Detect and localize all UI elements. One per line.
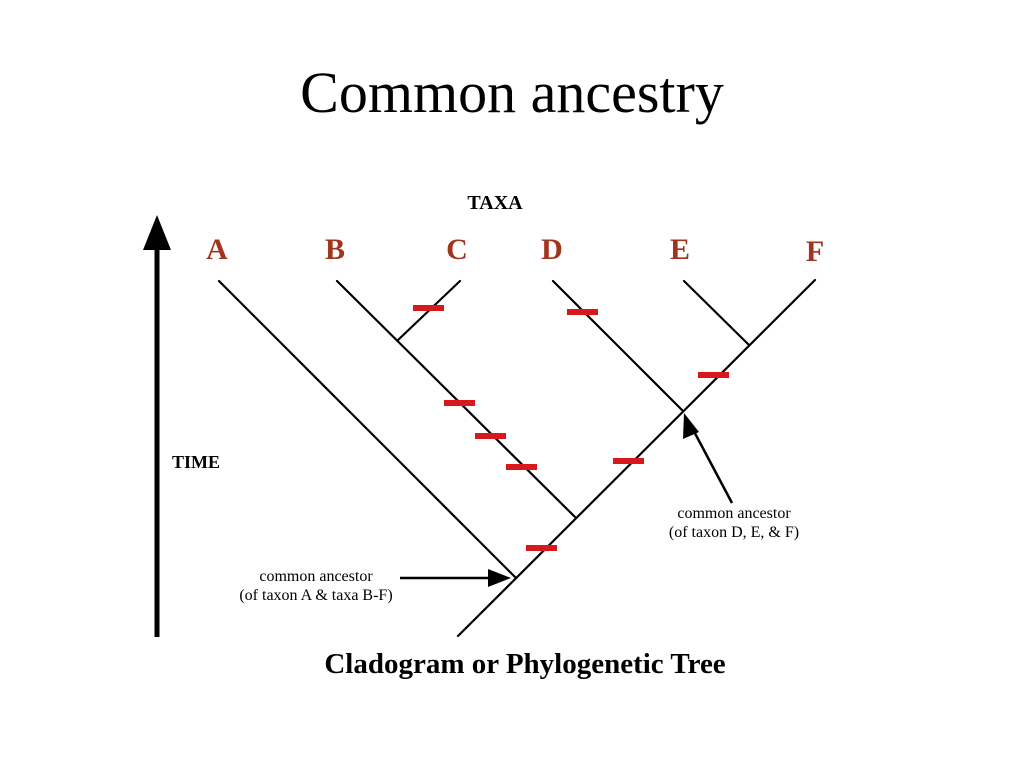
- annotation-ancestor-a-bf: common ancestor (of taxon A & taxa B-F): [206, 567, 426, 605]
- trait-mark-d: [567, 309, 598, 315]
- slide-title: Common ancestry: [300, 60, 724, 125]
- branch-taxon-a: [217, 279, 517, 579]
- trait-mark-bc-1: [444, 400, 475, 406]
- time-axis-arrowhead: [143, 215, 171, 250]
- annotation-ancestor-def: common ancestor (of taxon D, E, & F): [634, 504, 834, 542]
- branch-taxon-e: [682, 279, 751, 347]
- trait-mark-ef: [698, 372, 729, 378]
- arrow-ancestor-def-head: [683, 413, 699, 439]
- taxa-heading: TAXA: [467, 192, 523, 214]
- taxon-label-f: F: [805, 235, 825, 268]
- arrow-ancestor-a-bf-head: [488, 569, 511, 587]
- taxon-label-e: E: [669, 233, 690, 266]
- taxon-label-d: D: [541, 233, 563, 266]
- trait-mark-bc-2: [475, 433, 506, 439]
- time-axis-label: TIME: [172, 452, 221, 472]
- trait-mark-bf: [526, 545, 557, 551]
- diagram-caption: Cladogram or Phylogenetic Tree: [324, 648, 726, 680]
- annotation-ancestor-def-line1: common ancestor: [677, 505, 791, 522]
- annotation-ancestor-a-bf-line1: common ancestor: [259, 568, 373, 585]
- annotation-ancestor-def-line2: (of taxon D, E, & F): [668, 524, 800, 541]
- taxon-label-c: C: [446, 233, 468, 266]
- trait-mark-c: [413, 305, 444, 311]
- arrow-ancestor-def: [687, 421, 734, 504]
- branch-taxon-d: [551, 279, 684, 412]
- taxon-label-b: B: [324, 233, 345, 266]
- annotation-ancestor-a-bf-line2: (of taxon A & taxa B-F): [239, 587, 393, 604]
- trait-mark-bc-3: [506, 464, 537, 470]
- trait-mark-def: [613, 458, 644, 464]
- taxon-label-a: A: [206, 233, 228, 266]
- branch-taxa-b-c: [335, 279, 577, 519]
